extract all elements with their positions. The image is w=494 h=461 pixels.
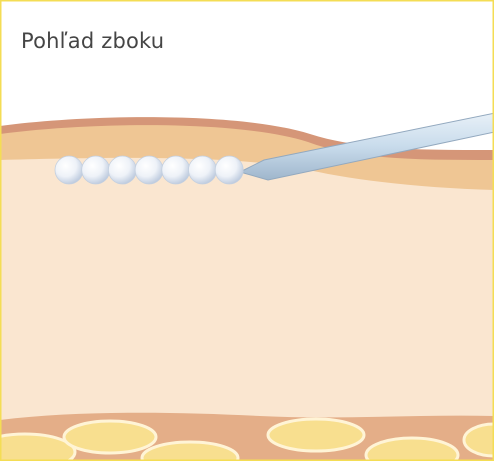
filler-droplet-icon: [135, 156, 163, 184]
filler-droplet-icon: [215, 156, 243, 184]
fat-cell-icon: [366, 438, 458, 461]
filler-droplet-icon: [108, 156, 136, 184]
view-caption: Pohľad zboku: [21, 29, 164, 53]
fat-cell-icon: [64, 421, 156, 453]
filler-droplet-icon: [82, 156, 110, 184]
fat-cell-icon: [268, 419, 364, 451]
filler-droplet-icon: [162, 156, 190, 184]
filler-droplet-icon: [189, 156, 217, 184]
filler-droplet-icon: [55, 156, 83, 184]
